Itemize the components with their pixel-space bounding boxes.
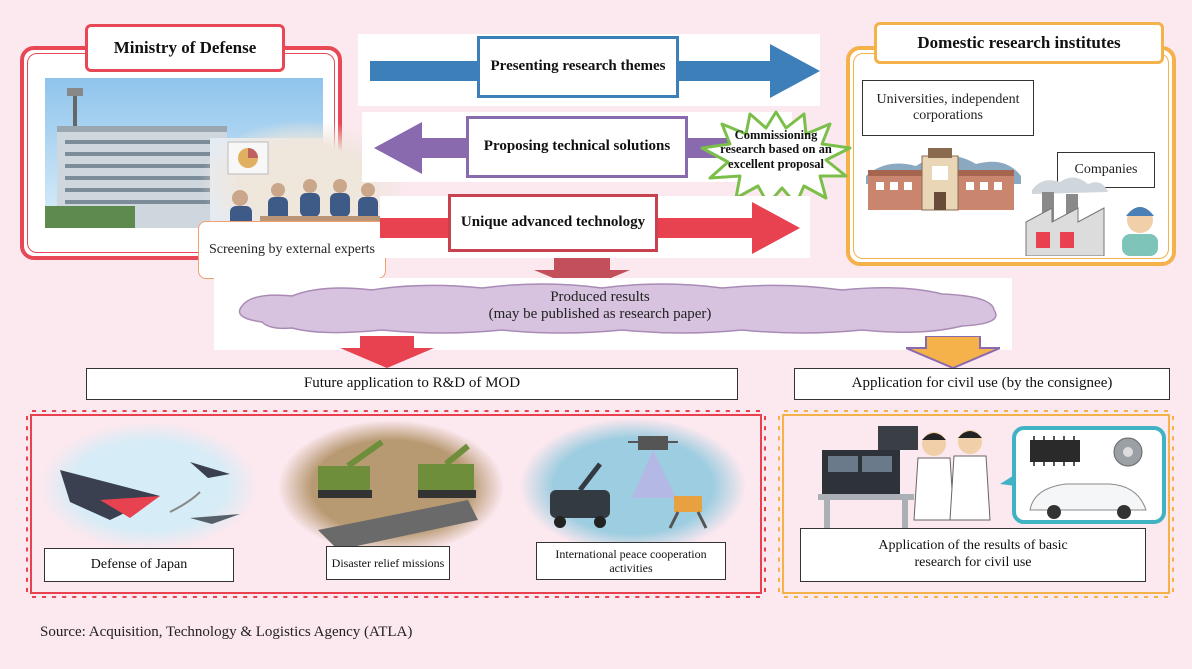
universities-box: Universities, independent corporations [862, 80, 1034, 136]
down-arrow-to-civil [906, 336, 1000, 368]
institutes-title: Domestic research institutes [874, 22, 1164, 64]
source-text: Source: Acquisition, Technology & Logist… [40, 624, 413, 640]
proposing-label: Proposing technical solutions [466, 116, 688, 178]
defense-caption: Defense of Japan [44, 548, 234, 582]
down-arrow-to-future [340, 336, 434, 368]
civil-panel-dash-overlay [778, 410, 1174, 598]
peace-image [520, 418, 746, 554]
companies-text: Companies [1074, 161, 1138, 177]
speech-bubble [1000, 426, 1168, 526]
disaster-caption: Disaster relief missions [326, 546, 450, 580]
disaster-image [278, 420, 504, 554]
peace-caption-text: International peace cooperation activiti… [555, 546, 707, 575]
ministry-title: Ministry of Defense [85, 24, 285, 72]
disaster-caption-text: Disaster relief missions [331, 555, 445, 570]
unique-label: Unique advanced technology [448, 194, 658, 252]
civil-title-text: Application for civil use (by the consig… [851, 375, 1113, 392]
civil-panel [778, 410, 1174, 598]
civil-title-box: Application for civil use (by the consig… [794, 368, 1170, 400]
results-line2: (may be published as research paper) [488, 306, 712, 322]
civil-caption: Application of the results of basic rese… [800, 528, 1146, 582]
future-title-box: Future application to R&D of MOD [86, 368, 738, 400]
screening-box: Screening by external experts [198, 221, 386, 279]
ministry-title-text: Ministry of Defense [113, 38, 257, 58]
lab-scientists-illustration [818, 416, 998, 528]
future-title-text: Future application to R&D of MOD [303, 375, 521, 392]
universities-text: Universities, independent corporations [876, 91, 1020, 123]
future-panel-dash-overlay [26, 410, 766, 598]
company-factory-illustration [1022, 172, 1168, 257]
results-cloud [238, 283, 997, 334]
results-line1: Produced results [550, 289, 650, 305]
defense-image [40, 422, 258, 550]
screening-text: Screening by external experts [209, 241, 375, 257]
presenting-label: Presenting research themes [477, 36, 679, 98]
civil-caption-text: Application of the results of basic rese… [878, 538, 1068, 570]
meeting-photo [200, 120, 410, 244]
commissioning-text: Commissioning research based on an excel… [720, 128, 832, 171]
unique-text: Unique advanced technology [460, 214, 646, 231]
institutes-title-text: Domestic research institutes [917, 33, 1121, 53]
peace-caption: International peace cooperation activiti… [536, 542, 726, 580]
defense-caption-text: Defense of Japan [90, 556, 188, 572]
down-arrow-to-results [534, 258, 630, 290]
university-building-illustration [856, 136, 1024, 212]
future-panel [26, 410, 766, 598]
commissioning-starburst [700, 110, 852, 206]
proposing-text: Proposing technical solutions [483, 138, 671, 155]
presenting-text: Presenting research themes [490, 58, 666, 75]
